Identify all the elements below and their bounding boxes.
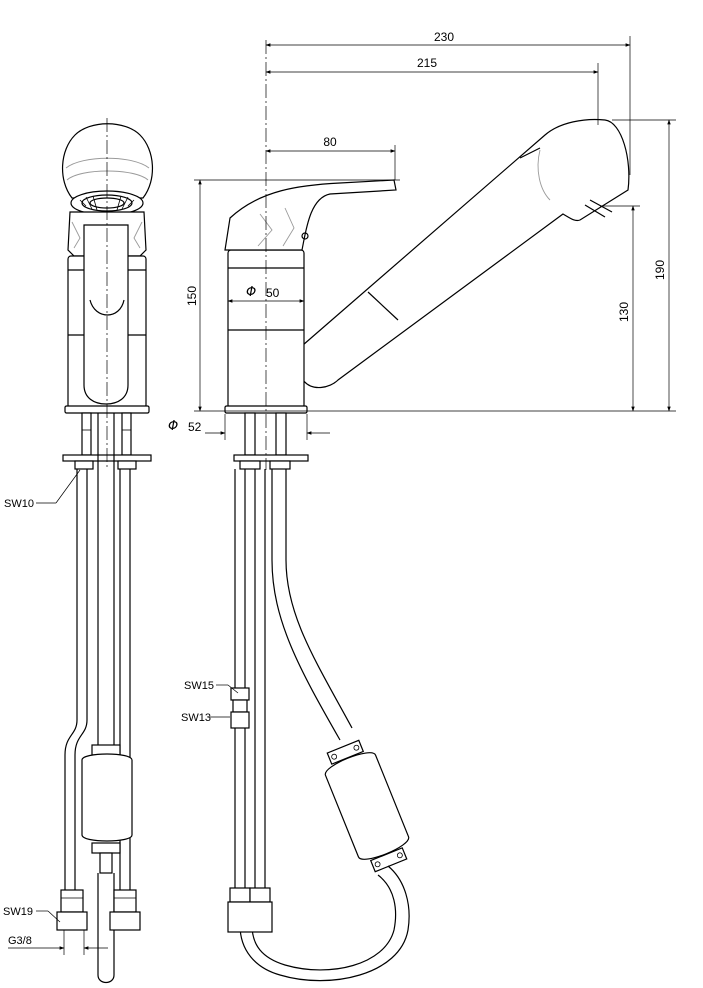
dim-spout-outlet-height: 130: [617, 302, 631, 322]
dim-base-diameter-symbol: Φ: [168, 419, 178, 434]
callout-labels: SW10 SW15 SW13 SW19 G3/8: [3, 498, 214, 947]
dim-body-height: 150: [185, 286, 199, 306]
dim-body-diameter-symbol: Φ: [246, 285, 256, 300]
dim-overall-height: 190: [653, 260, 667, 280]
callout-thread: G3/8: [8, 935, 32, 947]
dimension-labels: 230 215 80 150 Φ 50 Φ 52 130 190: [168, 30, 667, 434]
dim-spout-reach: 215: [417, 56, 437, 70]
dim-body-diameter: 50: [266, 286, 280, 300]
front-view: [56, 118, 154, 984]
dim-lever-reach: 80: [323, 135, 337, 149]
dim-base-diameter: 52: [188, 420, 202, 434]
callout-valve-lower: SW13: [181, 712, 211, 724]
dimension-lines: [8, 36, 676, 955]
callout-hex-nut: SW10: [4, 498, 34, 510]
callout-valve-upper: SW15: [184, 680, 214, 692]
dim-overall-width: 230: [434, 30, 454, 44]
callout-hose-nut: SW19: [3, 906, 33, 918]
side-view: [224, 40, 630, 982]
